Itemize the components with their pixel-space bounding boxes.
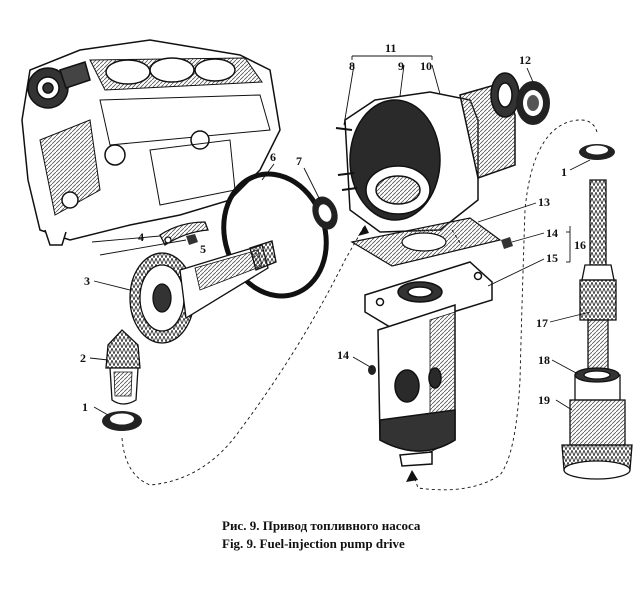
part-17-drive-shaft — [579, 179, 617, 371]
arrowheads — [358, 225, 418, 482]
part-2-pinion — [105, 329, 141, 405]
callout-5: 5 — [200, 242, 206, 256]
part-8-stud — [335, 127, 358, 191]
caption-english: Fig. 9. Fuel-injection pump drive — [222, 536, 405, 551]
callout-9: 9 — [398, 59, 404, 73]
caption-russian: Рис. 9. Привод топливного насоса — [222, 518, 421, 533]
part-1-washer-left — [102, 411, 142, 431]
callouts: 4 5 3 2 1 6 7 11 8 9 10 12 13 14 16 15 1… — [80, 41, 586, 414]
callout-6: 6 — [270, 150, 276, 164]
callout-13: 13 — [538, 195, 550, 209]
callout-19: 19 — [538, 393, 550, 407]
callout-1-left: 1 — [82, 400, 88, 414]
part-19-gear — [561, 399, 633, 480]
callout-15: 15 — [546, 251, 558, 265]
part-12-seal — [516, 81, 550, 125]
callout-2: 2 — [80, 351, 86, 365]
callout-12: 12 — [519, 53, 531, 67]
part-15-drive-body — [364, 261, 493, 467]
callout-7: 7 — [296, 154, 302, 168]
part-18-bushing — [574, 367, 621, 401]
part-14-nut-right — [501, 237, 513, 249]
part-14-plug-left — [368, 365, 376, 375]
callout-14-left: 14 — [337, 348, 349, 362]
part-3-bevel-gear-shaft — [129, 240, 277, 344]
part-13-gasket — [350, 217, 502, 267]
callout-10: 10 — [420, 59, 432, 73]
part-1-washer-right — [579, 144, 615, 160]
callout-3: 3 — [84, 274, 90, 288]
callout-4: 4 — [138, 230, 144, 244]
callout-11: 11 — [385, 41, 396, 55]
callout-8: 8 — [349, 59, 355, 73]
leader-lines — [89, 55, 591, 416]
engine-block — [21, 39, 281, 246]
callout-18: 18 — [538, 353, 550, 367]
part-4-bracket — [159, 221, 209, 246]
part-10-drive-housing — [344, 72, 520, 233]
callout-14-right: 14 — [546, 226, 558, 240]
callout-16: 16 — [574, 238, 586, 252]
callout-1-right: 1 — [561, 165, 567, 179]
part-5-nut — [186, 234, 198, 245]
callout-17: 17 — [536, 316, 548, 330]
part-7-seal — [312, 196, 338, 230]
assembly-lines — [121, 119, 598, 491]
